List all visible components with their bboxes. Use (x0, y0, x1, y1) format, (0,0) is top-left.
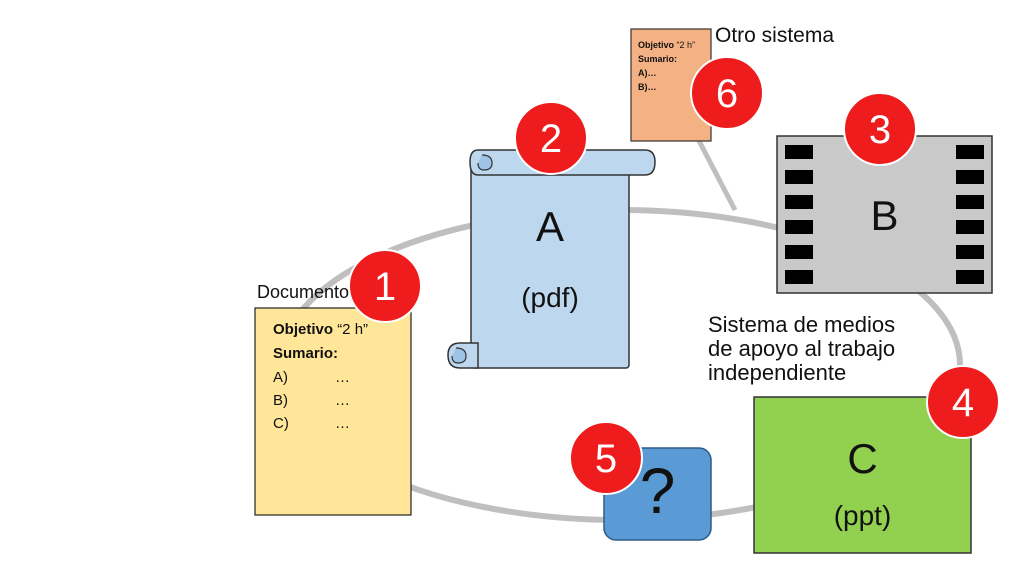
other-item-b: B)… (638, 82, 657, 92)
document-item-b-key: B) (273, 392, 288, 409)
system-caption-line-3: independiente (708, 360, 847, 385)
document-label: Documento (257, 282, 350, 302)
other-objective-value: “2 h” (676, 40, 696, 50)
badge-4-label: 4 (952, 381, 974, 425)
unknown-symbol: ? (639, 455, 676, 527)
system-caption-line-2: de apoyo al trabajo (708, 336, 896, 361)
other-objective-line: Objetivo “2 h” (638, 40, 695, 50)
scroll-format: (pdf) (521, 282, 579, 313)
document-box (254, 307, 412, 516)
other-system-label: Otro sistema (715, 24, 835, 47)
document-objective-line: Objetivo “2 h” (273, 321, 368, 338)
badge-3: 3 (843, 92, 917, 166)
document-item-a-key: A) (273, 369, 288, 386)
badge-1: 1 (348, 249, 422, 323)
scroll-shape (447, 149, 656, 369)
badge-2: 2 (514, 101, 588, 175)
scroll-letter: A (535, 203, 564, 250)
badge-3-label: 3 (869, 108, 891, 152)
document-objective-value: “2 h” (337, 321, 369, 338)
presentation-format: (ppt) (833, 500, 892, 531)
badge-2-label: 2 (540, 117, 562, 161)
other-objective-label: Objetivo (638, 40, 675, 50)
system-caption-line-1: Sistema de medios (708, 312, 896, 337)
document-summary-label: Sumario: (273, 345, 339, 362)
badge-1-label: 1 (374, 265, 396, 309)
system-caption: Sistema de medios de apoyo al trabajo in… (708, 313, 895, 385)
badge-5-label: 5 (595, 437, 617, 481)
document-item-c-key: C) (273, 415, 289, 432)
other-item-a: A)… (638, 68, 657, 78)
film-letter: B (870, 192, 899, 239)
badge-5: 5 (569, 421, 643, 495)
presentation-letter: C (847, 435, 878, 482)
document-item-b-value: … (335, 392, 350, 409)
badge-6: 6 (690, 56, 764, 130)
film-strip (776, 135, 993, 294)
document-item-c-value: … (335, 415, 350, 432)
other-summary-label: Sumario: (638, 54, 678, 64)
document-item-a-value: … (335, 369, 350, 386)
badge-6-label: 6 (716, 72, 738, 116)
document-objective-label: Objetivo (273, 321, 334, 338)
badge-4: 4 (926, 365, 1000, 439)
